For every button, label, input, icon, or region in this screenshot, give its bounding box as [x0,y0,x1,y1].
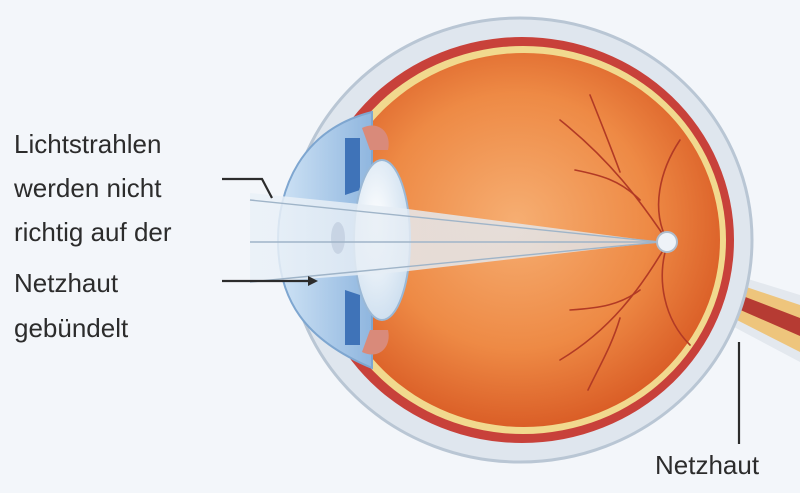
caption-line: gebündelt [14,311,128,345]
caption-line: Netzhaut [14,266,118,300]
caption-line: Lichtstrahlen [14,127,161,161]
caption-line: werden nicht [14,171,161,205]
retina-label: Netzhaut [655,448,759,482]
caption-line: richtig auf der [14,215,172,249]
focal-point [657,232,677,252]
